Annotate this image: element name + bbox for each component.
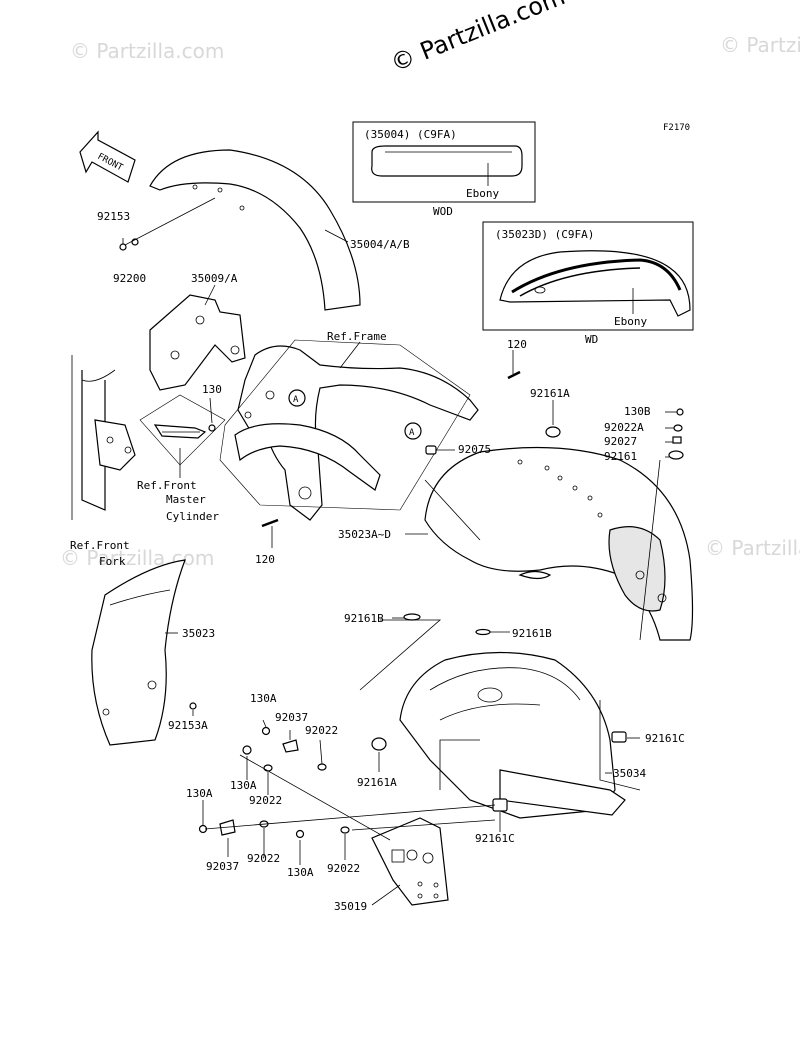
screw-92153 xyxy=(119,238,127,251)
inset-wod-caption: WOD xyxy=(433,205,453,218)
label-92161B-left: 92161B xyxy=(344,612,384,625)
inset-wod-color: Ebony xyxy=(466,187,499,200)
label-92161A-bottom: 92161A xyxy=(357,776,397,789)
washer-92022-4 xyxy=(340,826,350,834)
label-92161A-top: 92161A xyxy=(530,387,570,400)
label-ref-master-3: Cylinder xyxy=(166,510,219,523)
ref-marker-a-frame-text: A xyxy=(293,395,299,405)
watermark-mid-right: © Partzilla.com xyxy=(705,536,800,560)
rear-fender-part xyxy=(424,446,694,641)
washer-92022-2 xyxy=(263,764,273,772)
collar-92027 xyxy=(672,436,682,444)
label-120-bottom: 120 xyxy=(255,553,275,566)
grommet-92075 xyxy=(425,445,437,455)
label-130A-3: 130A xyxy=(186,787,213,800)
label-92161B-right: 92161B xyxy=(512,627,552,640)
collar-92037-1 xyxy=(282,739,299,753)
label-ref-frame: Ref.Frame xyxy=(327,330,387,343)
label-92022A: 92022A xyxy=(604,421,644,434)
watermark-top-right: © Partzilla.com xyxy=(720,33,800,57)
inset-wod: (35004) (C9FA) Ebony WOD xyxy=(352,121,536,218)
bolt-130B xyxy=(676,408,684,416)
bolt-130 xyxy=(208,424,216,432)
inset-wd-caption: WD xyxy=(585,333,598,346)
inset-wd: (35023D) (C9FA) Ebony WD xyxy=(482,221,694,346)
label-35023: 35023 xyxy=(182,627,215,640)
inset-wd-color: Ebony xyxy=(614,315,647,328)
watermark-top-left: © Partzilla.com xyxy=(70,39,224,63)
front-fork-ref xyxy=(71,355,136,520)
label-120-top: 120 xyxy=(507,338,527,351)
bolt-120-top xyxy=(507,370,521,380)
label-130A-2: 130A xyxy=(230,779,257,792)
label-92022-1: 92022 xyxy=(305,724,338,737)
master-cylinder-ref xyxy=(139,394,226,466)
label-92022-3: 92022 xyxy=(247,852,280,865)
label-92075: 92075 xyxy=(458,443,491,456)
washer-92022A xyxy=(673,424,683,432)
bolt-130A-2 xyxy=(242,745,252,755)
inset-wd-header: (35023D) (C9FA) xyxy=(495,228,594,241)
label-92153A: 92153A xyxy=(168,719,208,732)
inset-wod-header: (35004) (C9FA) xyxy=(364,128,457,141)
bolt-120-bottom xyxy=(261,518,279,528)
label-130A-1: 130A xyxy=(250,692,277,705)
rear-side-cover-part xyxy=(91,559,186,746)
ref-marker-a-fender-text: A xyxy=(409,428,415,438)
ref-marker-a-fender: A xyxy=(404,422,422,440)
grommet-92161A-top xyxy=(545,426,561,438)
front-fender-part xyxy=(149,149,361,311)
grommet-92161C-right xyxy=(611,731,627,743)
grommet-92161 xyxy=(668,450,684,460)
callout-labels: 92153 92200 35004/A/B 35009/A 130 Ref.Fr… xyxy=(70,210,685,913)
grommet-92161B-left xyxy=(403,613,421,621)
label-92161C-right: 92161C xyxy=(645,732,685,745)
watermark-main: © Partzilla.com xyxy=(387,0,569,78)
label-130A-4: 130A xyxy=(287,866,314,879)
label-92200: 92200 xyxy=(113,272,146,285)
label-35034: 35034 xyxy=(613,767,646,780)
label-92027: 92027 xyxy=(604,435,637,448)
figure-code: F2170 xyxy=(663,123,690,133)
front-arrow-icon: FRONT xyxy=(79,130,136,183)
label-92161C-bottom: 92161C xyxy=(475,832,515,845)
grommet-92161A-bottom xyxy=(371,737,387,751)
bolt-130A-1 xyxy=(261,726,271,736)
label-92153: 92153 xyxy=(97,210,130,223)
label-92161: 92161 xyxy=(604,450,637,463)
label-92022-2: 92022 xyxy=(249,794,282,807)
grommet-92161B-right xyxy=(475,628,491,636)
watermark-mid-left: © Partzilla.com xyxy=(60,546,214,570)
ref-marker-a-frame: A xyxy=(288,389,306,407)
label-ref-master-1: Ref.Front xyxy=(137,479,197,492)
label-92037-1: 92037 xyxy=(275,711,308,724)
leader-lines xyxy=(165,229,677,906)
label-ref-fork-2: Fork xyxy=(99,555,126,568)
grommet-92161C-bottom xyxy=(492,798,508,812)
label-ref-fork-1: Ref.Front xyxy=(70,539,130,552)
washer-92022-1 xyxy=(317,763,327,771)
label-92037-2: 92037 xyxy=(206,860,239,873)
label-92022-4: 92022 xyxy=(327,862,360,875)
label-130-top: 130 xyxy=(202,383,222,396)
inner-fender-part xyxy=(399,651,626,819)
fender-bracket-part xyxy=(149,294,246,391)
bolt-130A-4 xyxy=(295,829,305,839)
mudflap-part xyxy=(371,817,449,906)
label-35023AD: 35023A~D xyxy=(338,528,391,541)
label-35019: 35019 xyxy=(334,900,367,913)
label-35009: 35009/A xyxy=(191,272,238,285)
label-35004: 35004/A/B xyxy=(350,238,410,251)
label-130B: 130B xyxy=(624,405,651,418)
label-ref-master-2: Master xyxy=(166,493,206,506)
bolt-92153A xyxy=(189,702,197,710)
